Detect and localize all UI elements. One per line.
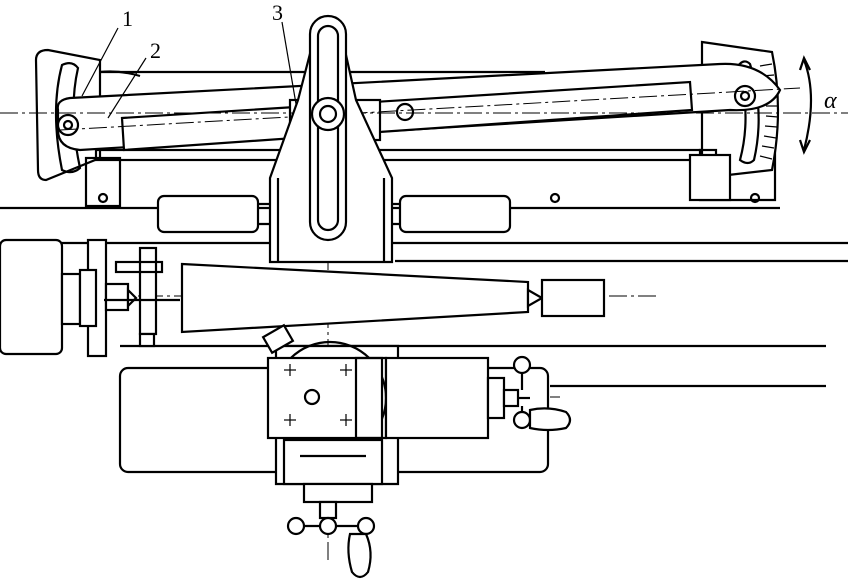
angle-indicator [798, 55, 813, 155]
tailstock-quill [540, 278, 606, 318]
callout-3: 3 [272, 0, 283, 25]
callout-2: 2 [150, 38, 161, 63]
angle-alpha-label: α [824, 88, 837, 114]
feed-handle-right [512, 355, 572, 432]
leader-lines [81, 21, 297, 119]
tapered-workpiece [180, 262, 545, 334]
cross-slide-column [268, 14, 394, 264]
headstock [0, 238, 180, 358]
guide-bar [56, 62, 782, 152]
carriage [118, 323, 550, 520]
feed-handle-bottom [286, 516, 376, 579]
callout-1: 1 [122, 6, 133, 31]
guide-rail-base [94, 148, 732, 204]
bolt-marks [284, 364, 352, 426]
